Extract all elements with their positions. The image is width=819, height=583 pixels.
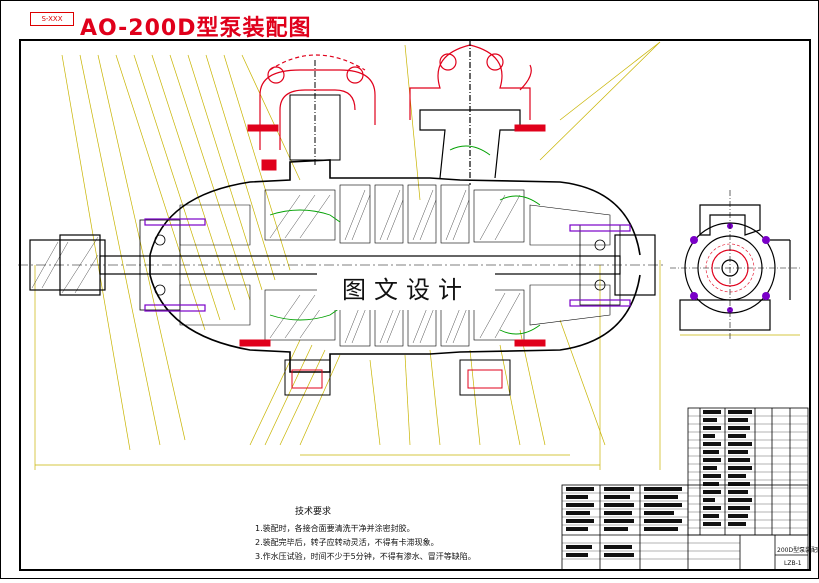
- end-view-centerlines: [670, 190, 800, 340]
- red-detail-bolts: [239, 124, 546, 347]
- requirement-item: 1.装配时，各接合面要清洗干净并涂密封胶。: [255, 524, 415, 533]
- inlet-neck: [289, 60, 341, 165]
- parts-list-rows: [688, 415, 808, 529]
- requirement-item: 2.装配完毕后，转子应转动灵活，不得有卡滞现象。: [255, 538, 439, 547]
- pump-casing: [149, 159, 641, 373]
- drawing-number-tag: S-XXX: [30, 12, 74, 26]
- parts-list-cell-marks: [703, 410, 752, 526]
- flow-centerlines: [269, 145, 541, 335]
- purple-bolts: [144, 218, 631, 312]
- technical-requirements-title: 技术要求: [295, 507, 332, 517]
- pump-feet: [284, 359, 511, 396]
- title-block: [561, 484, 809, 571]
- title-block-cell-marks: [566, 487, 682, 557]
- callout-leaders-top: [61, 44, 421, 451]
- pump-stages: [179, 184, 611, 347]
- parts-list-table: [687, 407, 809, 536]
- technical-requirements: 技术要求 1.装配时，各接合面要清洗干净并涂密封胶。 2.装配完毕后，转子应转动…: [255, 505, 476, 564]
- title-block-code: LZB-1: [784, 560, 802, 567]
- outlet-flange: [409, 44, 532, 120]
- title-block-rows: [562, 492, 740, 560]
- page-title: AO-200D型泵装配图: [80, 16, 312, 41]
- inner-border: [19, 39, 811, 571]
- callout-leaders-right: [539, 41, 661, 161]
- outlet-neck: [419, 40, 521, 185]
- requirement-item: 3.作水压试验，时间不少于5分钟，不得有渗水、冒汗等缺陷。: [255, 552, 476, 561]
- end-view: [679, 204, 791, 331]
- title-block-name: 200D型泵装配图: [777, 547, 819, 554]
- callout-leaders-bottom: [249, 319, 606, 446]
- watermark-label: 图文设计: [317, 270, 495, 310]
- inlet-flange: [259, 54, 376, 150]
- dimension-lines: [34, 260, 800, 470]
